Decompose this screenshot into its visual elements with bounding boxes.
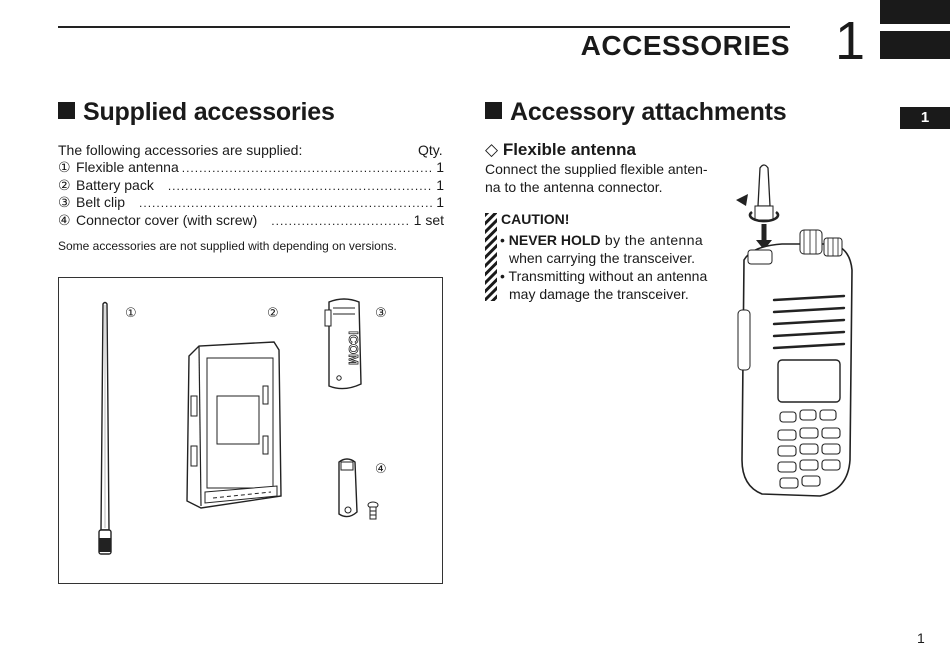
supplied-heading: Supplied accessories bbox=[58, 98, 335, 127]
leader-dots: ........................................… bbox=[181, 161, 434, 175]
caution-item: • Transmitting without an antenna may da… bbox=[500, 268, 708, 302]
side-tab: 1 bbox=[900, 107, 950, 129]
figure-label-2: ② bbox=[267, 305, 279, 320]
header-rule bbox=[58, 26, 790, 28]
down-arrow-icon bbox=[756, 240, 772, 250]
caution-title: CAUTION! bbox=[501, 211, 570, 227]
square-bullet-icon bbox=[58, 102, 75, 119]
leader-dots: ........................................… bbox=[167, 179, 433, 193]
figure-label-3: ③ bbox=[375, 305, 387, 320]
caution-item: • NEVER HOLD by the antenna when carryin… bbox=[500, 232, 704, 266]
figure-label-4: ④ bbox=[375, 461, 387, 476]
chapter-number: 1 bbox=[835, 11, 866, 71]
diamond-icon: ◇ bbox=[485, 140, 499, 159]
antenna-instructions: Connect the supplied flexible anten- na … bbox=[485, 161, 708, 195]
versions-note: Some accessories are not supplied with d… bbox=[58, 239, 397, 253]
flexible-antenna-subheading: ◇ Flexible antenna bbox=[485, 140, 637, 159]
leader-dots: ........................................… bbox=[271, 214, 410, 228]
list-item: ③ Belt clip ............................… bbox=[58, 194, 444, 210]
list-item: ④ Connector cover (with screw) .........… bbox=[58, 212, 444, 228]
battery-pack-illustration bbox=[186, 341, 282, 509]
leader-dots: ........................................… bbox=[139, 196, 433, 210]
supplied-intro: The following accessories are supplied: bbox=[58, 142, 303, 158]
rotate-arrow-icon bbox=[736, 194, 748, 206]
accessories-figure: ① ② ICOM ③ ④ bbox=[58, 277, 443, 584]
list-item: ② Battery pack .........................… bbox=[58, 177, 444, 193]
chapter-tab-bar-top bbox=[880, 0, 950, 24]
figure-label-1: ① bbox=[125, 305, 137, 320]
connector-cover-illustration bbox=[338, 458, 379, 520]
qty-label: Qty. bbox=[418, 142, 443, 158]
chapter-title: ACCESSORIES bbox=[580, 30, 790, 61]
clip-logo: ICOM bbox=[346, 331, 361, 365]
attachments-heading: Accessory attachments bbox=[485, 98, 787, 127]
list-item: ① Flexible antenna .....................… bbox=[58, 159, 444, 175]
square-bullet-icon bbox=[485, 102, 502, 119]
caution-hatch-icon bbox=[485, 213, 497, 301]
flexible-antenna-illustration bbox=[98, 301, 112, 555]
belt-clip-illustration: ICOM bbox=[324, 298, 362, 390]
transceiver-illustration bbox=[736, 164, 853, 497]
page-number: 1 bbox=[917, 630, 925, 646]
chapter-tab-bar-bottom bbox=[880, 31, 950, 59]
